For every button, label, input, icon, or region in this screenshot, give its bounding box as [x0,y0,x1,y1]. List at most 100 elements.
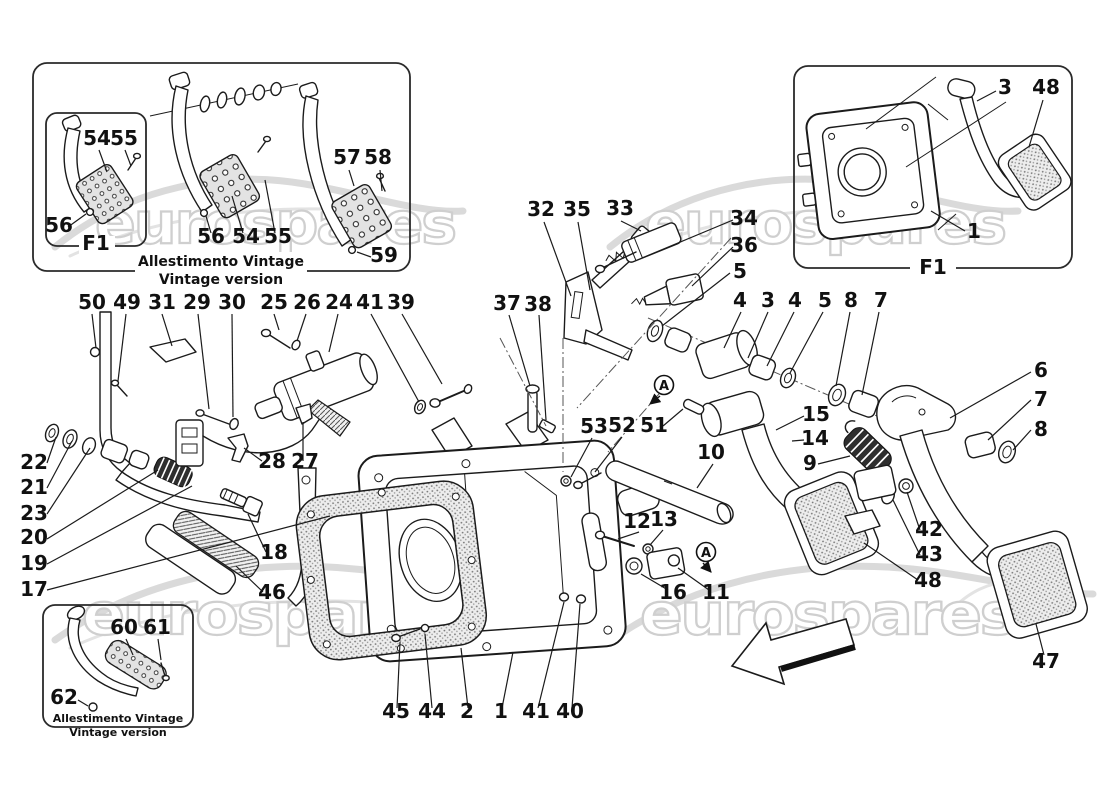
part-label-22: 22 [20,450,48,474]
part-label-47: 47 [1032,649,1060,673]
f1-pedal-arm [947,78,1072,211]
part-label-53: 53 [580,414,608,438]
part-label-19: 19 [20,551,48,575]
detail-marker-a1: A [649,374,675,405]
pivot-shaft-washers [199,81,282,113]
part-label-6: 6 [1034,358,1048,382]
inset-vintage-top: F1 Allestimento Vintage Vintage version [32,62,411,288]
part-label-32: 32 [527,197,555,221]
svg-text:eurospares: eurospares [95,189,455,257]
inset-top-leaders [67,149,383,258]
part-label-8: 8 [844,288,858,312]
part-label-50: 50 [78,290,106,314]
part-label-46: 46 [258,580,286,604]
part-label-33: 33 [606,196,634,220]
inset-bottom-leaders [77,638,162,707]
part-label-26: 26 [293,290,321,314]
part-label-3: 3 [998,75,1012,99]
part-label-14: 14 [801,426,829,450]
inset-bottom-caption-en: Vintage version [69,726,167,739]
part-label-29: 29 [183,290,211,314]
part-label-25: 25 [260,290,288,314]
part-label-1: 1 [494,699,508,723]
inset-f1-label: F1 [919,255,947,279]
part-label-17: 17 [20,577,48,601]
part-label-42: 42 [915,517,943,541]
part-label-7: 7 [874,288,888,312]
bushing-row [646,317,906,429]
part-label-61: 61 [143,615,171,639]
svg-text:eurospares: eurospares [640,580,1015,648]
part-label-55: 55 [110,126,138,150]
part-label-57: 57 [333,145,361,169]
watermark-top-left: eurospares [51,175,467,258]
master-cylinder-group [563,222,704,361]
part-label-34: 34 [730,206,758,230]
inset-top-caption-en: Vintage version [159,272,283,288]
part-label-59: 59 [370,243,398,267]
part-label-31: 31 [148,290,176,314]
inset-vintage-bottom: Allestimento Vintage Vintage version [42,604,194,739]
detail-marker-a2: A [695,541,717,573]
part-label-18: 18 [260,540,288,564]
construction-lines [499,237,732,472]
part-label-39: 39 [387,290,415,314]
part-label-41: 41 [356,290,384,314]
gasket [295,480,488,661]
pedal-support-housing [295,411,660,663]
part-label-48: 48 [1032,75,1060,99]
part-label-5: 5 [818,288,832,312]
part-label-44: 44 [418,699,446,723]
part-label-41: 41 [522,699,550,723]
part-label-12: 12 [623,509,651,533]
push-rod [605,460,734,525]
part-label-1: 1 [967,219,981,243]
part-label-60: 60 [110,615,138,639]
part-label-38: 38 [524,292,552,316]
part-label-56: 56 [45,213,73,237]
svg-text:A: A [701,546,711,561]
part-label-36: 36 [730,233,758,257]
inset-bottom-caption-it: Allestimento Vintage [53,712,183,725]
vintage-brake-pedal [298,81,393,255]
direction-arrow [730,618,856,686]
part-label-45: 45 [382,699,410,723]
part-label-20: 20 [20,525,48,549]
inset-top-caption-it: Allestimento Vintage [138,254,304,270]
part-label-16: 16 [659,580,687,604]
part-label-54: 54 [83,126,111,150]
actuator-24 [254,350,378,421]
part-label-4: 4 [733,288,747,312]
part-label-52: 52 [608,413,636,437]
part-label-35: 35 [563,197,591,221]
part-label-3: 3 [761,288,775,312]
leader-lines [46,219,1045,709]
clutch-pedal-group [700,390,914,576]
part-label-58: 58 [364,145,392,169]
part-label-13: 13 [650,507,678,531]
part-label-2: 2 [460,699,474,723]
brake-pedal-group [844,384,1088,639]
throttle-cable-group [175,328,378,467]
part-label-37: 37 [493,291,521,315]
part-label-54: 54 [232,224,260,248]
part-label-8: 8 [1034,417,1048,441]
part-label-55: 55 [264,224,292,248]
fasteners-center [413,383,734,580]
watermark-bottom-right: eurospares [608,562,1097,649]
f1-housing [797,101,957,240]
part-label-40: 40 [556,699,584,723]
part-label-30: 30 [218,290,246,314]
part-label-5: 5 [733,259,747,283]
return-spring [153,456,193,489]
inset-top-f1-label: F1 [82,231,110,255]
sensor-36 [631,273,704,306]
part-label-49: 49 [113,290,141,314]
part-label-7: 7 [1034,387,1048,411]
f1-pedal [61,114,142,225]
part-label-27: 27 [291,449,319,473]
part-label-21: 21 [20,475,48,499]
